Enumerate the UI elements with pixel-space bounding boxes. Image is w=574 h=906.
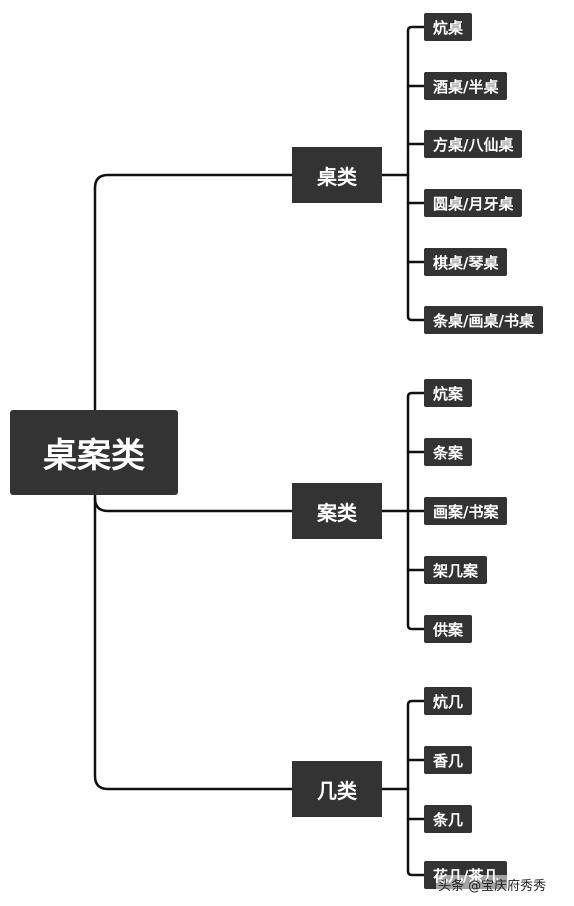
leaf-node: 方桌/八仙桌 (424, 130, 523, 158)
leaf-node: 香几 (424, 746, 473, 774)
leaf-node: 炕几 (424, 687, 473, 715)
leaf-node: 圆桌/月牙桌 (424, 189, 523, 217)
leaf-node: 炕桌 (424, 13, 473, 41)
category-node-table: 桌类 (292, 147, 382, 203)
leaf-node: 供案 (424, 615, 473, 643)
watermark-text: 头条 @宝庆府秀秀 (436, 875, 549, 894)
leaf-node: 酒桌/半桌 (424, 72, 508, 100)
trunk-mid-connector (93, 496, 294, 513)
leaf-node: 棋桌/琴桌 (424, 248, 508, 276)
leaf-node: 条桌/画桌/书桌 (424, 306, 543, 334)
category-node-an: 案类 (292, 483, 382, 539)
root-node: 桌案类 (10, 410, 178, 495)
leaf-node: 画案/书案 (424, 497, 508, 525)
leaf-node: 架几案 (424, 556, 488, 584)
leaf-node: 条几 (424, 805, 473, 833)
category-node-ji: 几类 (292, 761, 382, 817)
leaf-node: 炕案 (424, 379, 473, 407)
leaf-node: 条案 (424, 438, 473, 466)
